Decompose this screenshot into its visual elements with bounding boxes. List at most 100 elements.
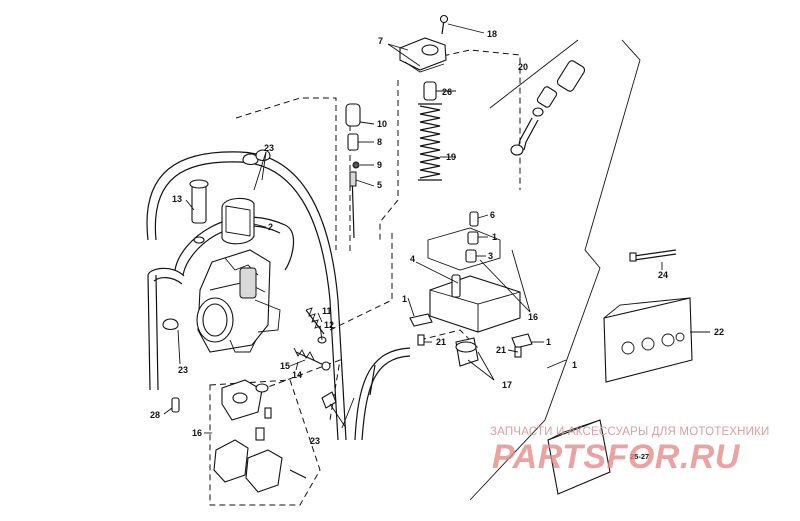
callout-16-right: 16	[528, 312, 538, 322]
fitting-28	[171, 397, 180, 413]
needle-top	[349, 171, 357, 187]
guide-line-left	[235, 97, 337, 250]
screw-18-head	[439, 14, 449, 24]
callout-22: 22	[714, 327, 724, 337]
callout-23-left: 23	[178, 365, 188, 375]
bowl-tube	[451, 274, 461, 298]
callout-24: 24	[658, 270, 668, 280]
callout-18: 18	[487, 29, 497, 39]
callout-13: 13	[172, 194, 182, 204]
bowl-gasket	[427, 227, 501, 271]
float-bowl-kit-hole	[232, 392, 248, 404]
callout-11: 11	[322, 306, 332, 316]
callout-4: 4	[410, 254, 415, 264]
callout-10: 10	[377, 119, 387, 129]
callout-20: 20	[518, 62, 528, 72]
breather-hose-inner	[174, 216, 295, 271]
hose-clip-23c	[162, 318, 179, 331]
callout-6: 6	[490, 210, 495, 220]
callout-12: 12	[324, 320, 334, 330]
cable-ring	[532, 107, 544, 117]
cable-adjuster	[556, 60, 586, 92]
bracket-1b	[409, 313, 433, 327]
throttle-slide-2	[221, 197, 255, 245]
oring-13	[193, 236, 205, 244]
float-right	[245, 449, 283, 493]
guide-line-spring	[379, 80, 399, 240]
leader-20	[489, 39, 579, 109]
float-bowl-4	[429, 275, 521, 333]
kit-oring	[255, 383, 269, 393]
spring-19	[418, 103, 442, 181]
screw-14-head	[321, 361, 331, 371]
lower-hose-end	[369, 364, 376, 396]
float-left	[213, 439, 249, 483]
bag-ring-c	[661, 333, 675, 347]
callout-3: 3	[488, 251, 493, 261]
cable-sleeve	[536, 86, 558, 108]
bag-ring-d	[675, 332, 685, 342]
clip-9	[352, 161, 360, 169]
frame-line-right	[469, 39, 641, 501]
callout-1-bracket: 1	[402, 294, 407, 304]
drain-oring-17	[455, 341, 477, 353]
callout-1-frame: 1	[572, 360, 577, 370]
cable-nut	[510, 144, 524, 156]
slide-cutaway	[225, 205, 251, 237]
parts-bag-25-27	[547, 419, 611, 495]
spring-15	[293, 347, 315, 361]
cable-tie-24	[633, 249, 677, 261]
hose-clip-23b	[255, 149, 271, 162]
kit-jet	[264, 407, 272, 419]
side-hose	[147, 274, 159, 391]
breather-hose-outer	[146, 151, 347, 441]
callout-14: 14	[292, 370, 302, 380]
needle-clip-8	[347, 133, 359, 151]
stopper-26	[423, 81, 437, 101]
hose-clip-23a	[242, 153, 259, 166]
callout-21-left: 21	[436, 337, 446, 347]
spring-11	[305, 307, 322, 329]
callout-2: 2	[268, 222, 273, 232]
screw-21a	[417, 334, 425, 346]
float-bowl-4-top	[429, 289, 521, 332]
carburetor-body	[196, 249, 281, 353]
parts-bag-22	[603, 297, 693, 383]
callout-15: 15	[280, 361, 290, 371]
leader-lines	[163, 23, 710, 434]
bag-ring-b	[641, 337, 655, 351]
callout-19: 19	[446, 152, 456, 162]
callout-21-right: 21	[496, 345, 506, 355]
callout-16-left: 16	[192, 428, 202, 438]
parts-bag-22-flap	[603, 297, 691, 319]
needle-holder-10	[345, 103, 361, 127]
watermark-brand: PARTSFOR.RU	[492, 438, 740, 476]
side-hose-top	[147, 267, 185, 285]
hose-clip-23d	[321, 391, 337, 409]
callout-1-top: 1	[492, 232, 497, 242]
callout-8: 8	[377, 137, 382, 147]
fitting-13	[191, 184, 207, 224]
needle-jet-1	[467, 231, 479, 245]
breather-hose-inner-2	[182, 225, 281, 276]
callout-25-27: 25-27	[630, 452, 649, 461]
callout-7: 7	[378, 36, 383, 46]
bracket-1c	[511, 333, 533, 349]
callout-17: 17	[502, 380, 512, 390]
top-cap-boss	[421, 44, 439, 56]
top-cap-gasket	[404, 61, 445, 73]
callout-9: 9	[377, 160, 382, 170]
guide-line-top	[423, 49, 521, 190]
callout-23-bottom: 23	[310, 436, 320, 446]
kit-valve	[255, 427, 265, 441]
watermark-subtitle: ЗАПЧАСТИ И АКСЕССУАРЫ ДЛЯ МОТОТЕХНИКИ	[490, 426, 770, 438]
idle-screw-14	[295, 351, 327, 367]
callout-28: 28	[150, 410, 160, 420]
pilot-jet-3	[465, 249, 477, 263]
guide-line-body	[329, 230, 393, 331]
cable-tie-head	[629, 252, 637, 262]
bag-ring-a	[621, 341, 635, 355]
cable-elbow	[517, 117, 539, 151]
